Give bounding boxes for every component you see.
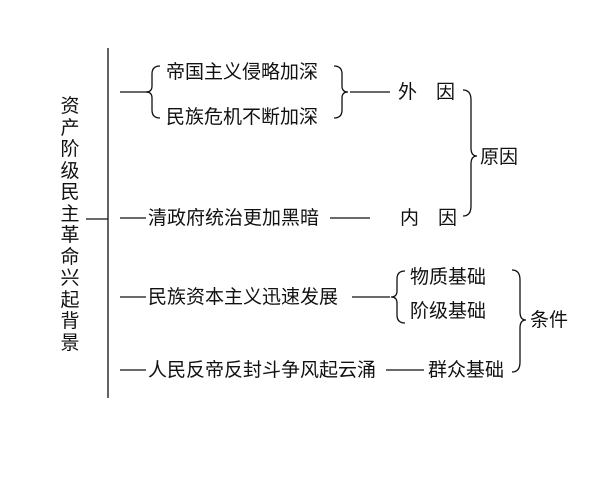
capital-open-brace (390, 270, 406, 324)
external-cause-1: 帝国主义侵略加深 (166, 61, 319, 83)
class-base: 阶级基础 (410, 300, 487, 322)
material-base: 物质基础 (410, 266, 487, 288)
external-open-brace (145, 65, 161, 119)
cause-label: 原因 (480, 146, 519, 168)
masses-base: 群众基础 (428, 359, 505, 381)
external-close-brace (333, 65, 349, 119)
condition-label: 条件 (530, 309, 569, 331)
root-title: 资产阶级民主革命兴起背景 (60, 95, 80, 354)
masses-item: 人民反帝反封斗争风起云涌 (148, 359, 377, 381)
capital-item: 民族资本主义迅速发展 (148, 286, 339, 308)
condition-close-brace (511, 269, 527, 373)
internal-cause-item: 清政府统治更加黑暗 (148, 207, 320, 229)
cause-close-brace (462, 89, 478, 217)
external-cause-2: 民族危机不断加深 (166, 106, 319, 128)
external-cause-label: 外 因 (398, 81, 456, 103)
internal-cause-label: 内 因 (400, 207, 458, 229)
